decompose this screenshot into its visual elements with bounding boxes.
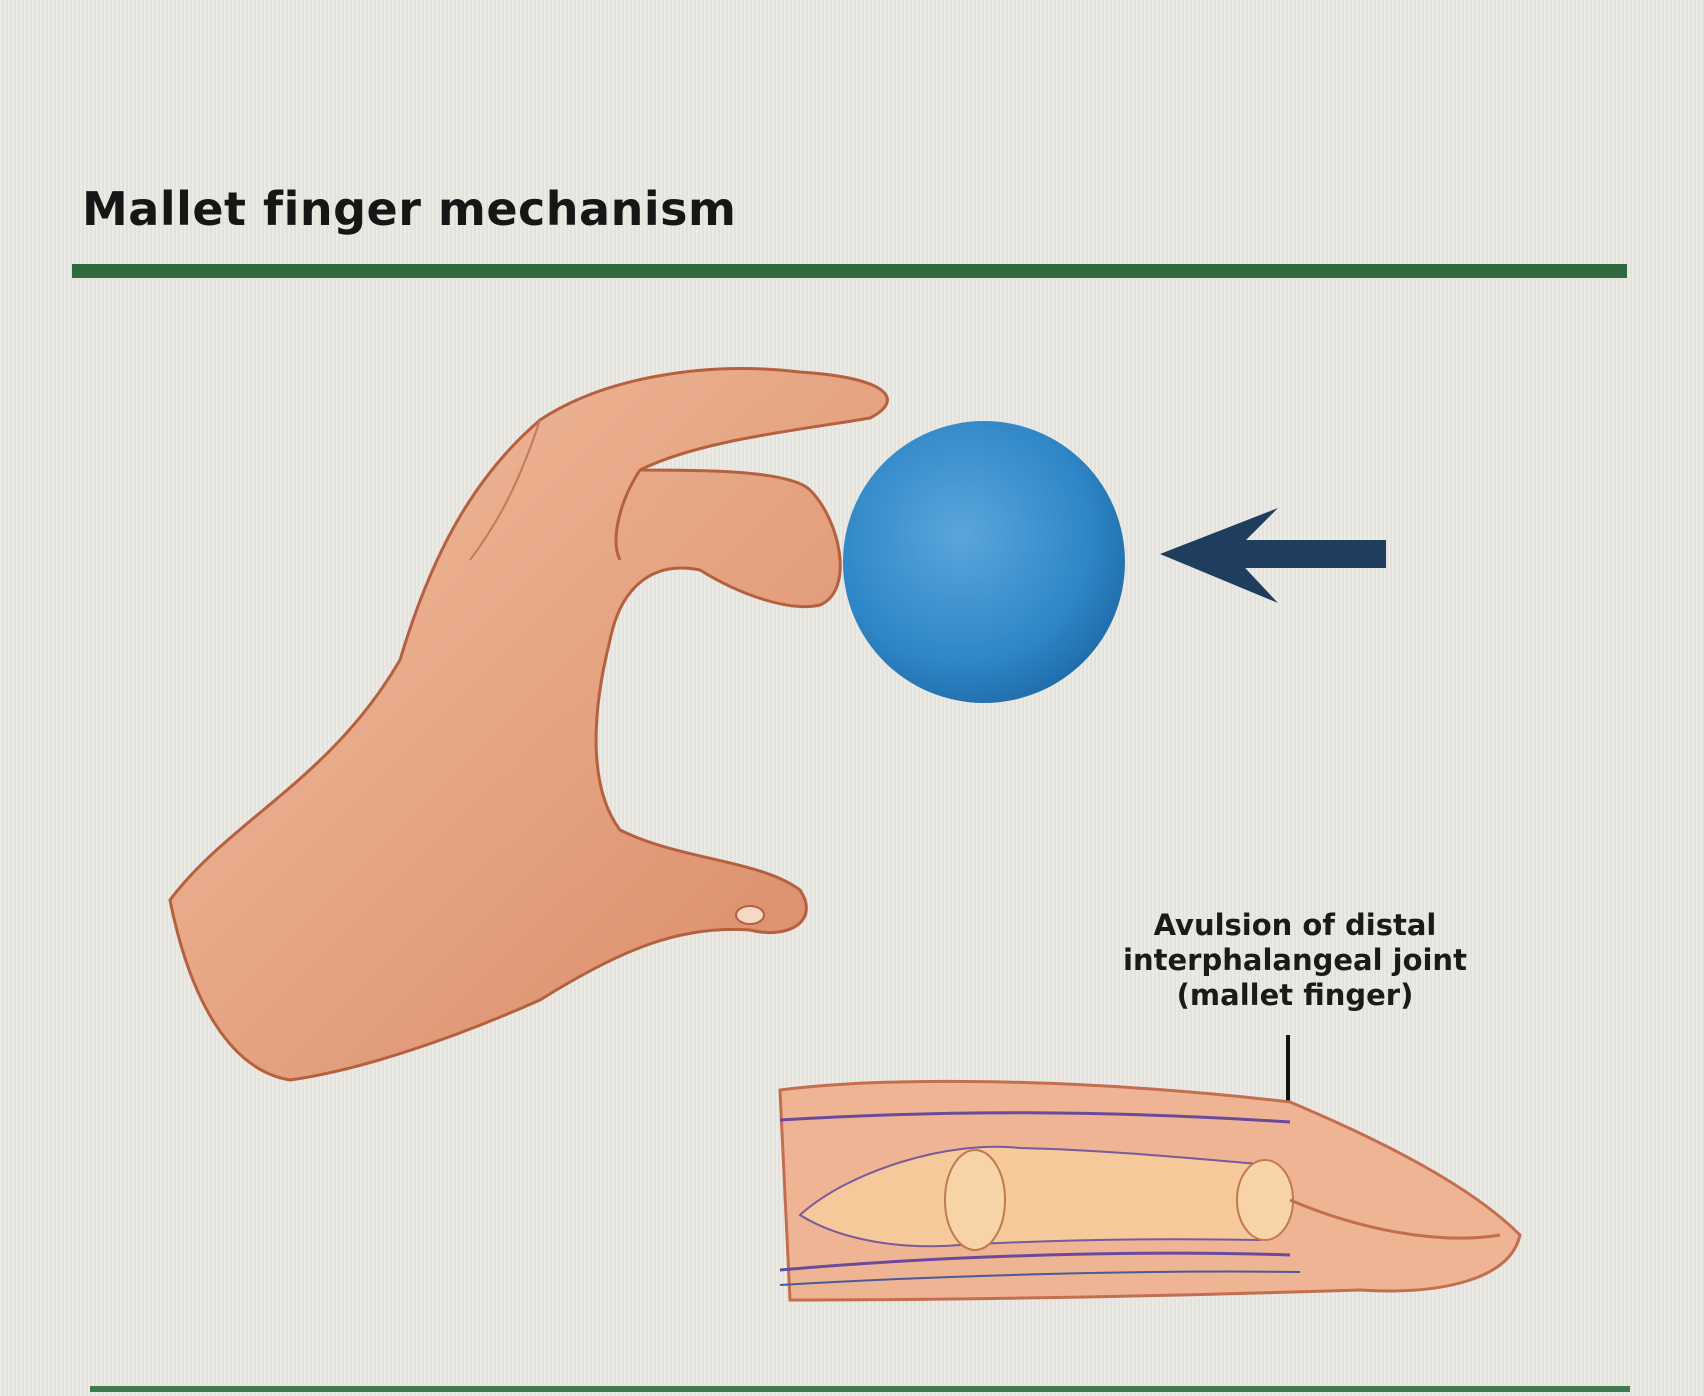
annotation-line-2: interphalangeal joint bbox=[1123, 943, 1467, 977]
hand-illustration bbox=[168, 367, 889, 1082]
title-divider bbox=[72, 264, 1627, 278]
ball bbox=[843, 421, 1125, 703]
diagram-title: Mallet finger mechanism bbox=[82, 182, 737, 236]
bottom-divider bbox=[90, 1386, 1630, 1392]
annotation-label: Avulsion of distal interphalangeal joint… bbox=[1090, 908, 1500, 1013]
annotation-line-3: (mallet finger) bbox=[1176, 978, 1414, 1012]
finger-cross-section bbox=[778, 1079, 1522, 1302]
annotation-line-1: Avulsion of distal bbox=[1153, 908, 1437, 942]
force-arrow-icon bbox=[1160, 508, 1386, 603]
